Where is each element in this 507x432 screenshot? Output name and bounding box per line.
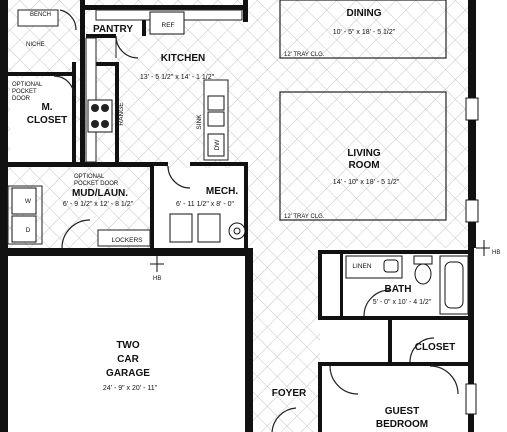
kitchen-sink <box>207 95 225 127</box>
bath-dims: 5' - 0" x 10' - 4 1/2" <box>373 299 432 306</box>
living-dims: 14' - 10" x 18' - 5 1/2" <box>333 179 400 186</box>
optional-pocket-door-note-line3: DOOR <box>12 96 31 102</box>
dining-tray-outline <box>279 0 447 59</box>
lockers-label: LOCKERS <box>111 237 143 244</box>
foyer-door <box>271 407 297 432</box>
closet-door <box>409 337 435 363</box>
sink-label: SINK <box>196 114 203 130</box>
water-heater-center <box>233 227 241 235</box>
living-tray-outline <box>279 91 447 221</box>
dishwasher-label: DW <box>214 139 221 151</box>
living-tray-note: 12' TRAY CLG. <box>284 214 325 220</box>
window-right-3 <box>465 383 477 415</box>
kitchen-dims: 13' - 5 1/2" x 14' - 1 1/2" <box>140 74 215 81</box>
toilet-bowl <box>414 263 432 285</box>
toilet-tank <box>413 255 433 265</box>
ref-label: REF <box>162 22 175 29</box>
guest-door <box>329 365 359 395</box>
mech-unit-1 <box>169 213 193 243</box>
mud-dims: 6' - 9 1/2" x 12' - 8 1/2" <box>63 201 134 208</box>
garage-floor <box>8 256 245 432</box>
garage-dims: 24' - 9" x 20' - 11" <box>103 385 158 392</box>
guest-door-2 <box>429 365 459 395</box>
garage-name-line1: TWO <box>116 340 140 351</box>
linen-label: LINEN <box>352 263 371 270</box>
entry-door-top-left <box>59 9 77 31</box>
window-right-1 <box>465 97 479 121</box>
dryer <box>11 215 37 243</box>
dining-dims: 10' - 5" x 18' - 5 1/2" <box>333 29 396 36</box>
optional-pocket-door-note-line2: POCKET <box>12 89 37 95</box>
bath-sink <box>383 259 399 273</box>
dining-tray-note: 12' TRAY CLG. <box>284 52 325 58</box>
kitchen-name: KITCHEN <box>161 53 205 64</box>
mech-name: MECH. <box>206 186 238 197</box>
m-closet-door <box>53 75 75 97</box>
dishwasher <box>207 133 225 157</box>
water-heater <box>228 222 246 240</box>
lockers <box>97 229 151 247</box>
bath-door <box>363 289 391 317</box>
optional-pocket-door-note: OPTIONAL <box>12 82 43 88</box>
mech-door <box>167 165 191 189</box>
bench <box>17 9 59 27</box>
guest-name-line1: GUEST <box>385 406 419 417</box>
m-closet-name-line1: M. <box>41 102 52 113</box>
washer <box>11 187 37 215</box>
closet-floor <box>392 322 464 362</box>
washer-label: W <box>25 198 32 205</box>
range-label: RANGE <box>118 102 125 126</box>
bench-label: BENCH <box>30 12 51 18</box>
refrigerator <box>149 11 185 35</box>
living-name-line2: ROOM <box>348 160 379 171</box>
guest-name-line2: BEDROOM <box>376 419 428 430</box>
hb-right-label: HB <box>492 250 500 256</box>
optional-pocket-note-b1: OPTIONAL <box>74 174 105 180</box>
garage-name-line3: GARAGE <box>106 368 150 379</box>
m-closet-name-line2: CLOSET <box>27 115 68 126</box>
m-closet-floor <box>10 78 72 162</box>
mud-door <box>61 219 91 249</box>
laundry-counter <box>7 185 43 245</box>
guest-bedroom-floor <box>322 366 464 432</box>
bath-name: BATH <box>384 284 411 295</box>
tile-floor <box>0 0 474 432</box>
mech-unit-2 <box>197 213 221 243</box>
window-right-2 <box>465 199 479 223</box>
dining-name: DINING <box>347 8 382 19</box>
range-appliance <box>87 99 113 133</box>
closet-name: CLOSET <box>415 342 456 353</box>
living-name-line1: LIVING <box>347 148 381 159</box>
bathtub-inner <box>444 261 464 309</box>
garage-name-line2: CAR <box>117 354 139 365</box>
mud-name: MUD/LAUN. <box>72 188 128 199</box>
dryer-label: D <box>26 227 31 234</box>
walls <box>0 0 476 432</box>
optional-pocket-note-b2: POCKET DOOR <box>74 181 119 187</box>
foyer-name: FOYER <box>272 388 307 399</box>
hb-garage-label: HB <box>153 276 161 282</box>
pantry-name: PANTRY <box>93 24 133 35</box>
niche-label: NICHE <box>26 42 45 48</box>
mech-dims: 6' - 11 1/2" x 8' - 0" <box>176 201 235 208</box>
